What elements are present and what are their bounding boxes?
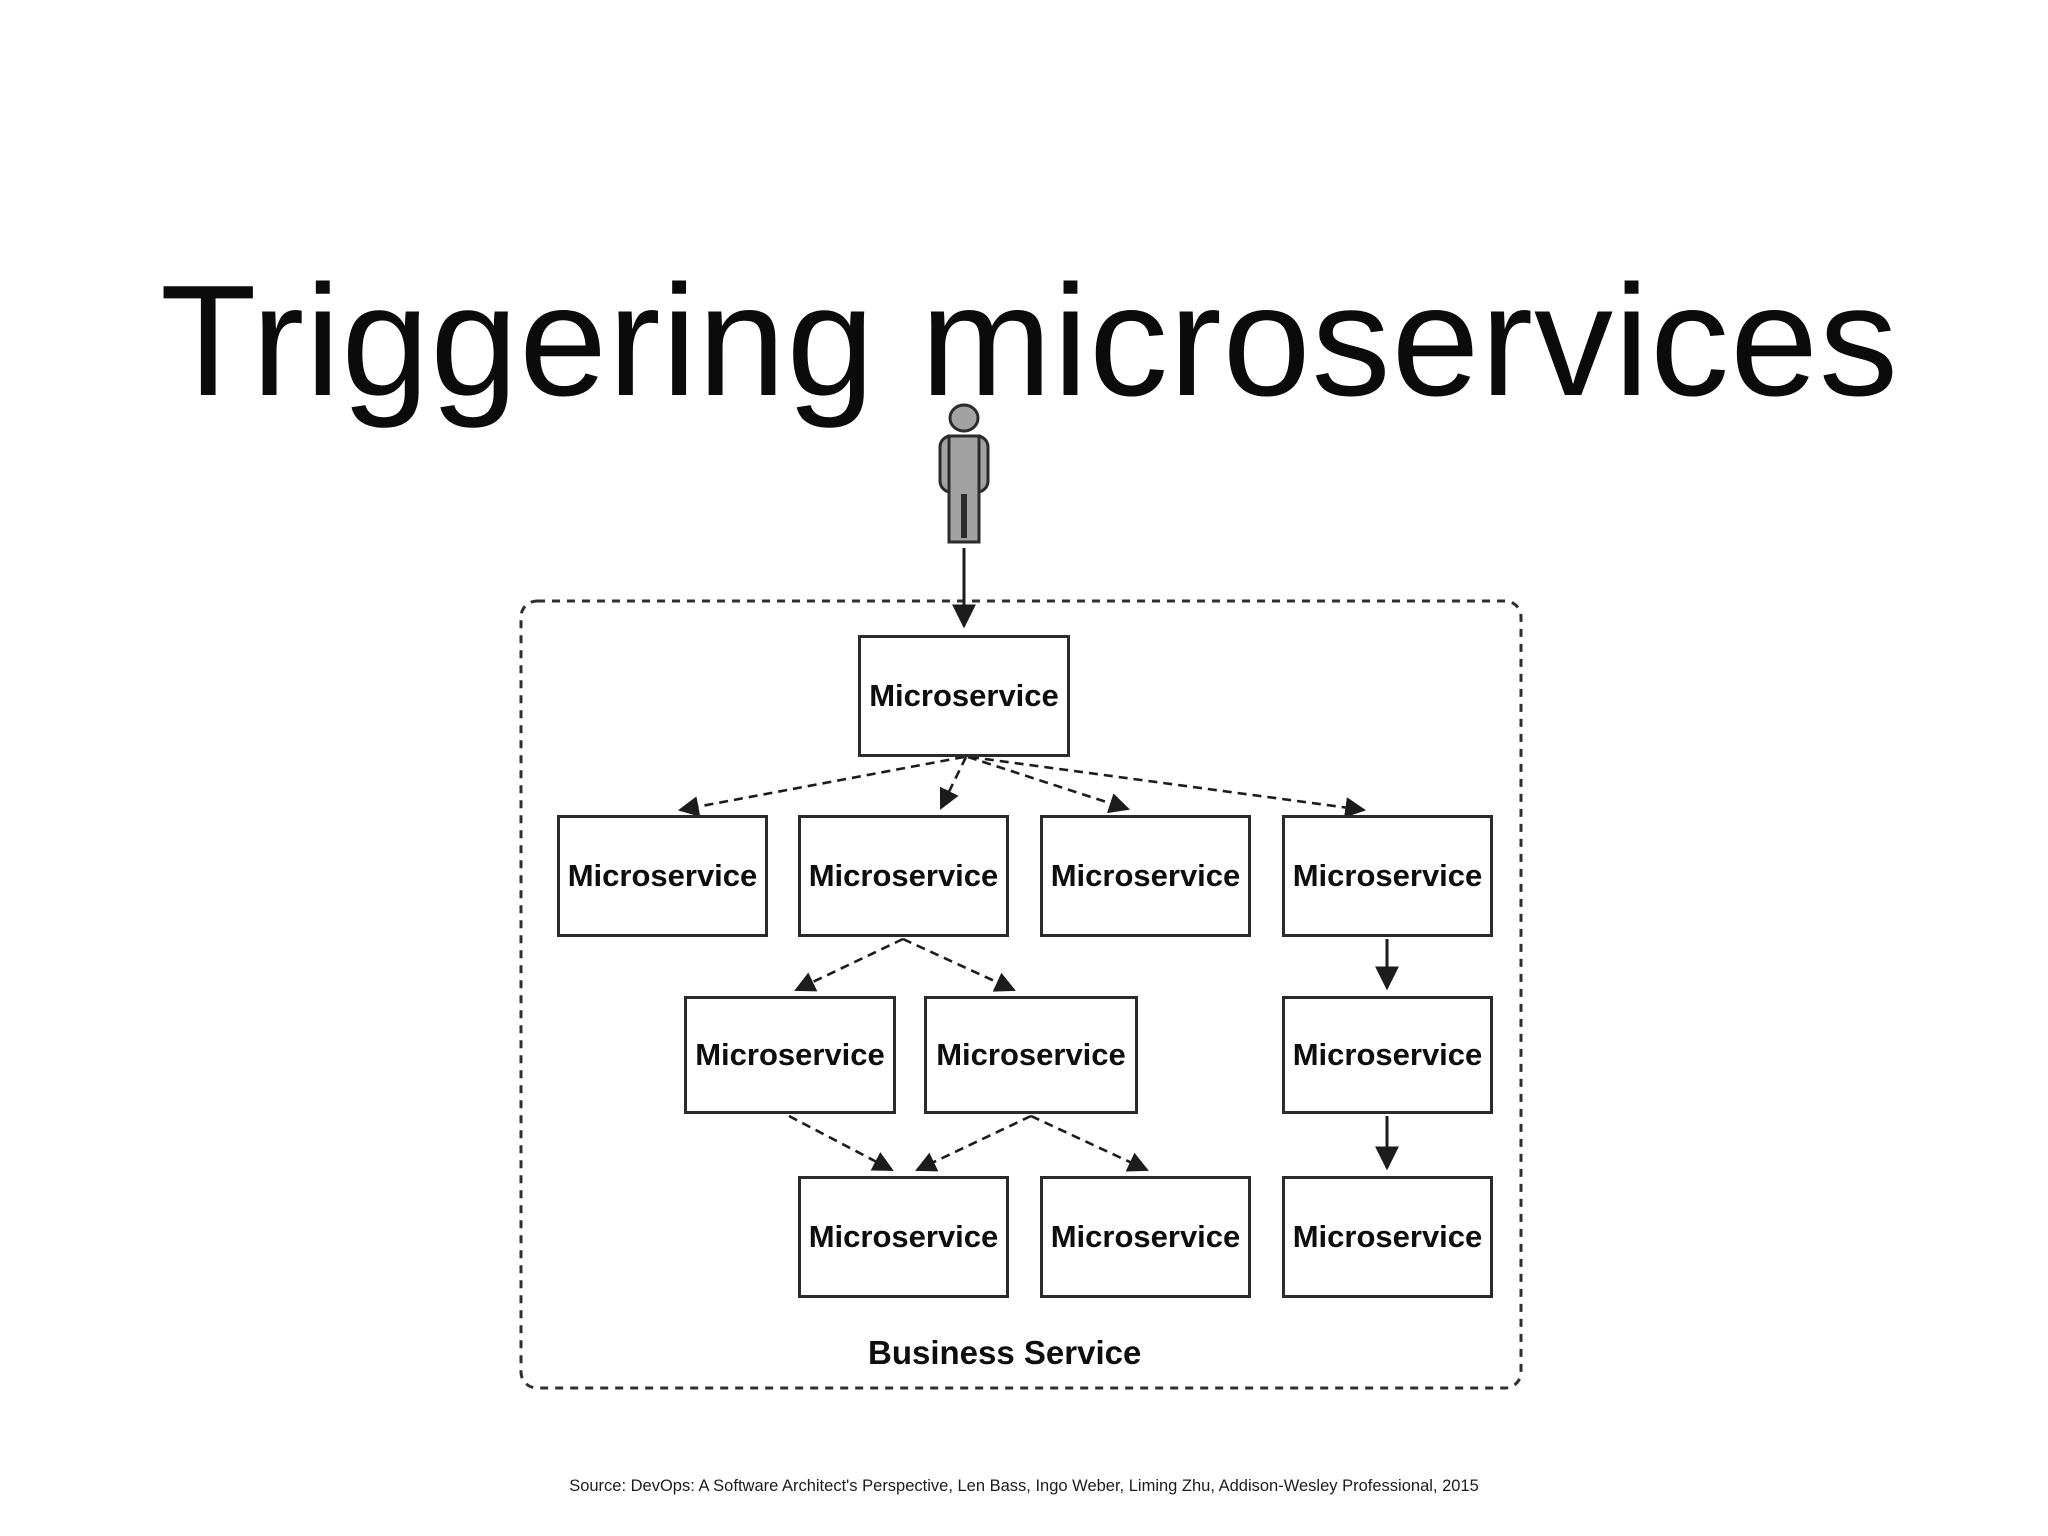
microservice-node-root: Microservice bbox=[858, 635, 1070, 757]
microservice-node-l2-3: Microservice bbox=[1040, 815, 1251, 937]
person-icon bbox=[938, 403, 990, 544]
microservice-node-l3-2: Microservice bbox=[924, 996, 1138, 1114]
slide-title: Triggering microservices bbox=[160, 252, 1900, 429]
arrow-root-to-l2-3 bbox=[967, 755, 1130, 814]
solid-arrows bbox=[952, 548, 1399, 1171]
microservice-node-l3-1: Microservice bbox=[684, 996, 896, 1114]
arrow-root-to-l2-2 bbox=[939, 756, 968, 810]
arrow-l2-2-to-l3-2 bbox=[902, 937, 1016, 992]
arrow-l2-2-to-l3-1 bbox=[794, 937, 904, 992]
source-citation: Source: DevOps: A Software Architect's P… bbox=[569, 1477, 1479, 1495]
microservice-node-l4-3: Microservice bbox=[1282, 1176, 1493, 1298]
business-service-boundary bbox=[519, 599, 1523, 1390]
microservice-node-l2-2: Microservice bbox=[798, 815, 1009, 937]
arrow-root-to-l2-1 bbox=[677, 755, 965, 817]
microservice-node-l2-4: Microservice bbox=[1282, 815, 1493, 937]
arrow-root-to-l2-4 bbox=[969, 755, 1367, 818]
arrow-l3-2-to-l4-2 bbox=[1030, 1114, 1149, 1172]
microservice-node-l2-1: Microservice bbox=[557, 815, 768, 937]
microservice-node-l4-2: Microservice bbox=[1040, 1176, 1251, 1298]
arrow-l3-2-to-l4-1 bbox=[915, 1114, 1032, 1172]
microservice-node-l3-3: Microservice bbox=[1282, 996, 1493, 1114]
dashed-arrows bbox=[677, 755, 1367, 1172]
business-service-label: Business Service bbox=[868, 1334, 1142, 1371]
microservice-node-l4-1: Microservice bbox=[798, 1176, 1009, 1298]
arrow-l3-1-to-l4-1 bbox=[788, 1114, 894, 1172]
